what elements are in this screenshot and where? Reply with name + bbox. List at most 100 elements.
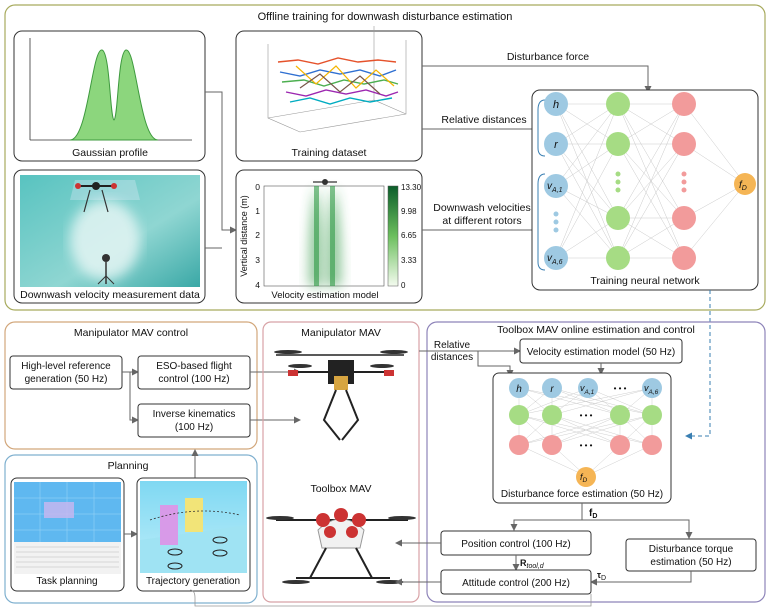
planning-panel bbox=[4, 454, 258, 604]
nn-hidden1-node bbox=[606, 246, 630, 270]
dfe-input-va1 bbox=[578, 378, 598, 398]
nn-hidden1-node bbox=[606, 92, 630, 116]
nn-input-h bbox=[544, 92, 568, 116]
nn-input-r-label: r bbox=[554, 139, 559, 151]
offline-title: Offline training for downwash disturbanc… bbox=[258, 11, 513, 23]
ytick-2: 2 bbox=[255, 230, 260, 240]
toolbox-mav-title: Toolbox MAV bbox=[310, 483, 371, 495]
dt-text-2: estimation (50 Hz) bbox=[650, 557, 731, 568]
toolbox-title: Toolbox MAV online estimation and contro… bbox=[497, 324, 695, 336]
dfe-hidden2-node bbox=[509, 435, 529, 455]
relative-text-2: distances bbox=[431, 352, 473, 363]
measurement-label: Downwash velocity measurement data bbox=[20, 289, 200, 301]
nn-input-va6-label: vA,6 bbox=[547, 253, 563, 266]
training-label: Training dataset bbox=[292, 147, 367, 159]
dfe-input-va6 bbox=[642, 378, 662, 398]
task-planning-label: Task planning bbox=[36, 576, 97, 587]
ik-text-2: (100 Hz) bbox=[175, 422, 213, 433]
dfe-edges bbox=[518, 387, 653, 477]
nn-input-h-label: h bbox=[553, 99, 559, 111]
velocity-model-text: Velocity estimation model (50 Hz) bbox=[527, 347, 675, 358]
eso-text-1: ESO-based flight bbox=[156, 361, 232, 372]
dfe-input-h-label: h bbox=[516, 384, 522, 395]
dfe-input-va1-label: vA,1 bbox=[580, 383, 595, 396]
velocity-heatmap bbox=[263, 179, 399, 287]
nn-hidden1-node bbox=[606, 132, 630, 156]
disturbance-force-label: Disturbance force bbox=[507, 51, 589, 63]
dfe-input-va6-label: vA,6 bbox=[644, 383, 659, 396]
fd-arrow-label: fD bbox=[589, 508, 597, 520]
high-level-text-1: High-level reference bbox=[21, 361, 111, 372]
colorbar bbox=[387, 185, 399, 287]
manipulator-mav-title: Manipulator MAV bbox=[301, 327, 381, 339]
dfe-label: Disturbance force estimation (50 Hz) bbox=[501, 489, 663, 500]
trajectory-render bbox=[140, 481, 247, 573]
downwash-label-2: at different rotors bbox=[442, 215, 521, 227]
pillar-yellow bbox=[185, 498, 203, 532]
dfe-input-dots: • • • bbox=[614, 384, 627, 393]
nn-hidden2-node bbox=[672, 246, 696, 270]
dt-text-1: Disturbance torque bbox=[649, 544, 734, 555]
tau-label: τD bbox=[597, 570, 606, 582]
planning-title: Planning bbox=[108, 460, 149, 472]
mav-panel bbox=[262, 321, 420, 603]
nn-hidden2-node bbox=[672, 132, 696, 156]
task-planning-screenshot bbox=[14, 482, 121, 574]
velmodel-label: Velocity estimation model bbox=[271, 290, 378, 301]
dfe-input-r-label: r bbox=[550, 384, 554, 395]
nn-input-va6 bbox=[544, 246, 568, 270]
dfe-input-h bbox=[509, 378, 529, 398]
manip-control-title: Manipulator MAV control bbox=[74, 327, 188, 339]
rtool-label: Rtool,d bbox=[520, 558, 545, 570]
downwash-label-1: Downwash velocities bbox=[433, 202, 530, 214]
gaussian-curve bbox=[69, 49, 159, 141]
nn-input-va1 bbox=[544, 174, 568, 198]
toolbox-drone-icon bbox=[266, 508, 416, 584]
nn-input-va1-label: vA,1 bbox=[547, 181, 563, 194]
eso-text-2: control (100 Hz) bbox=[158, 374, 229, 385]
manipulator-drone-icon bbox=[274, 350, 408, 441]
cbar-tick-1: 9.98 bbox=[401, 207, 417, 216]
dfe-hidden2-node bbox=[610, 435, 630, 455]
dfe-hidden2-node bbox=[542, 435, 562, 455]
dfe-hidden1-dots: • • • bbox=[580, 411, 593, 420]
nn-hidden2-node bbox=[672, 92, 696, 116]
velmodel-ylabel: Vertical distance (m) bbox=[239, 195, 249, 277]
dfe-hidden1-node bbox=[542, 405, 562, 425]
nn-output-fd bbox=[734, 173, 756, 195]
dfe-hidden2-node bbox=[642, 435, 662, 455]
nn-hidden1-node bbox=[606, 206, 630, 230]
toolbox-panel bbox=[426, 321, 766, 603]
relative-text-1: Relative bbox=[434, 340, 471, 351]
position-control-text: Position control (100 Hz) bbox=[461, 539, 571, 550]
high-level-text-2: generation (50 Hz) bbox=[25, 374, 108, 385]
training-plot bbox=[267, 26, 407, 133]
cbar-tick-4: 0 bbox=[401, 281, 406, 290]
gaussian-plot bbox=[29, 38, 192, 141]
training-box bbox=[235, 30, 423, 162]
gaussian-label: Gaussian profile bbox=[72, 147, 148, 159]
dfe-hidden1-node bbox=[642, 405, 662, 425]
nn-output-fd-label: fD bbox=[739, 180, 747, 192]
attitude-control-text: Attitude control (200 Hz) bbox=[462, 578, 570, 589]
ytick-1: 1 bbox=[255, 206, 260, 216]
nn-edges bbox=[555, 103, 746, 259]
ytick-0: 0 bbox=[255, 182, 260, 192]
nn-input-r bbox=[544, 132, 568, 156]
dfe-input-r bbox=[542, 378, 562, 398]
relative-distances-label: Relative distances bbox=[441, 114, 526, 126]
nn-hidden2-node bbox=[672, 206, 696, 230]
cbar-tick-2: 6.65 bbox=[401, 231, 417, 240]
sensor-icon bbox=[102, 254, 110, 262]
dfe-output-fd-label: fD bbox=[580, 472, 588, 484]
dfe-hidden1-node bbox=[509, 405, 529, 425]
nn-box bbox=[531, 89, 759, 291]
offline-panel bbox=[4, 4, 766, 311]
dfe-output-fd bbox=[576, 467, 596, 487]
manip-control-panel bbox=[4, 321, 258, 450]
ik-text-1: Inverse kinematics bbox=[153, 409, 236, 420]
traj-label: Trajectory generation bbox=[146, 576, 240, 587]
ytick-3: 3 bbox=[255, 255, 260, 265]
